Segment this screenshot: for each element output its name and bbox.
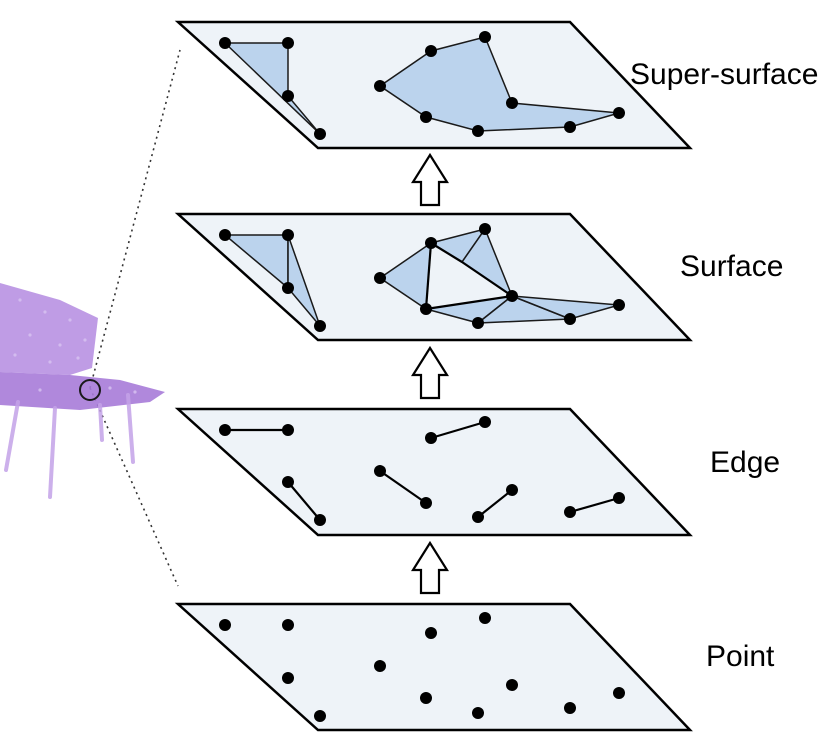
level-super-surface: Super-surface	[174, 20, 818, 150]
up-arrow-icon	[411, 540, 449, 595]
level-edge: Edge	[174, 407, 780, 537]
level-label-surface: Surface	[680, 250, 783, 283]
chair-point-cloud-icon	[0, 283, 165, 499]
up-arrow-icon	[411, 345, 449, 400]
level-point: Point	[174, 602, 775, 732]
zoom-guide-top	[89, 49, 181, 389]
zoom-circle-icon	[79, 379, 101, 401]
level-surface: Surface	[174, 212, 783, 342]
level-label-edge: Edge	[710, 446, 780, 479]
level-label-point: Point	[706, 640, 775, 673]
up-arrow-icon	[411, 152, 449, 207]
zoom-guide-bottom	[89, 387, 179, 587]
level-label-super-surface: Super-surface	[630, 58, 818, 91]
